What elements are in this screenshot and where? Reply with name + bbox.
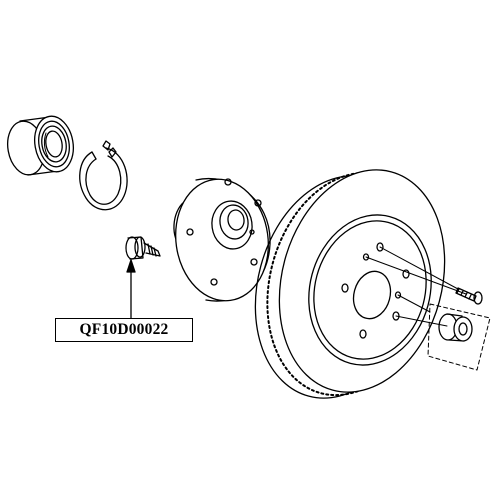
brake-disc <box>254 169 446 399</box>
part-number-label: QF10D00022 <box>55 318 193 342</box>
disc-screw <box>455 287 483 305</box>
wheel-hub <box>173 178 271 302</box>
snap-ring <box>79 140 128 211</box>
wheel-bearing <box>7 115 74 176</box>
wheel-hub-bolt <box>125 236 161 260</box>
callout-leader <box>126 259 136 319</box>
hub-nut-group <box>427 303 491 371</box>
hub-nut <box>438 313 473 342</box>
assembly-guide-lines <box>365 246 467 327</box>
